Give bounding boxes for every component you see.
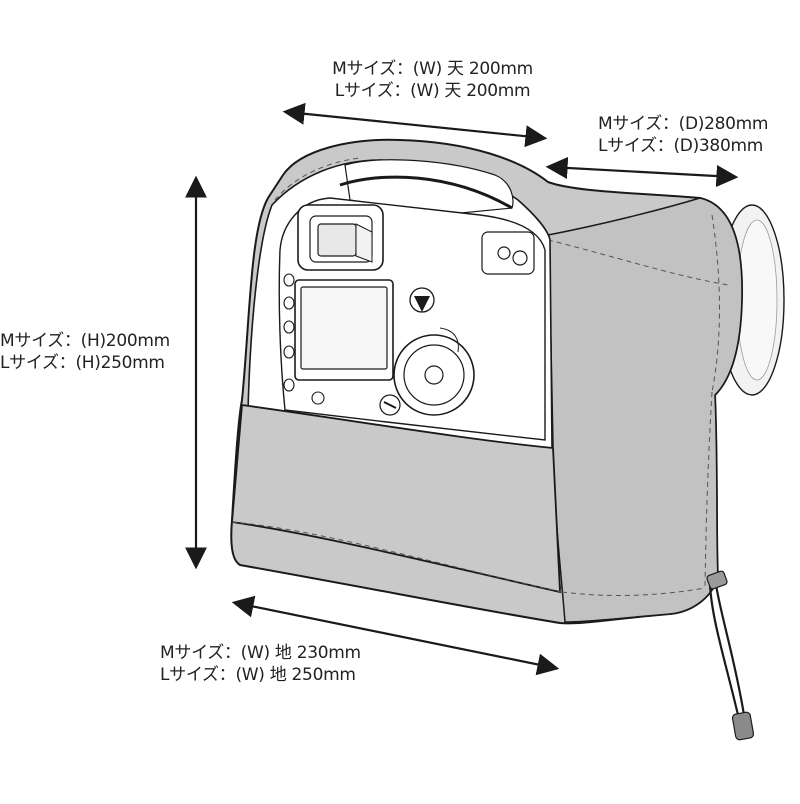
top-width-l: Lサイズ：(W) 天 200mm	[334, 81, 531, 101]
depth-l: Lサイズ：(D)380mm	[598, 136, 763, 156]
depth-label: Mサイズ：(D)280mm Lサイズ：(D)380mm	[598, 113, 798, 157]
bottom-width-arrow	[231, 595, 560, 676]
cover-side-panel	[547, 197, 743, 623]
camera-body	[247, 159, 553, 449]
top-width-arrow	[282, 102, 548, 148]
depth-arrow	[545, 156, 739, 188]
height-l: Lサイズ：(H)250mm	[0, 353, 165, 373]
drawstring-cord	[706, 570, 755, 741]
depth-m: Mサイズ：(D)280mm	[598, 114, 769, 134]
top-width-label: Mサイズ：(W) 天 200mm Lサイズ：(W) 天 200mm	[305, 58, 560, 102]
bottom-width-l: Lサイズ：(W) 地 250mm	[160, 665, 356, 685]
height-m: Mサイズ：(H)200mm	[0, 331, 170, 351]
bottom-width-m: Mサイズ：(W) 地 230mm	[160, 643, 361, 663]
height-label: Mサイズ：(H)200mm Lサイズ：(H)250mm	[0, 330, 190, 374]
top-width-m: Mサイズ：(W) 天 200mm	[332, 59, 533, 79]
bottom-width-label: Mサイズ：(W) 地 230mm Lサイズ：(W) 地 250mm	[160, 642, 400, 686]
